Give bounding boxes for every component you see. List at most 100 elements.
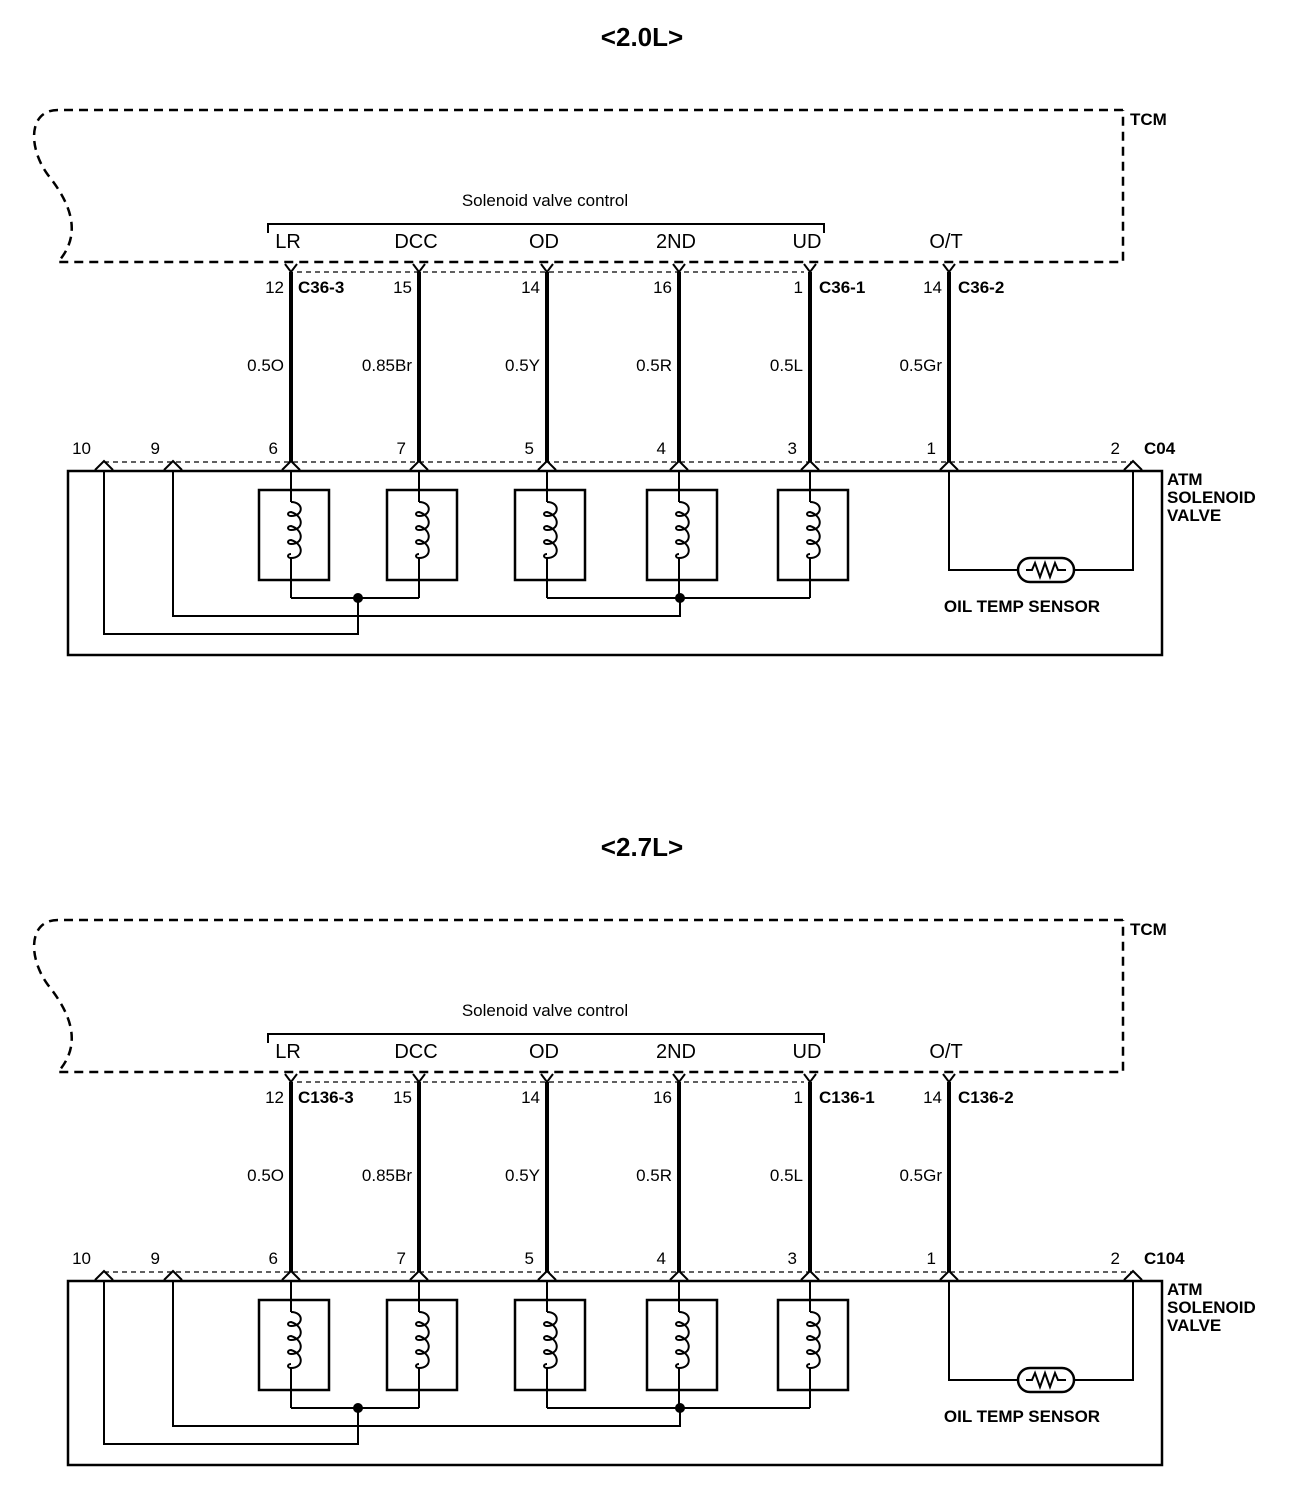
tcm-terminal-3: [672, 1073, 686, 1084]
solenoid-box-2: [513, 1298, 587, 1392]
tcm-terminal-4: [803, 1073, 817, 1084]
valve-pin-4: 5: [525, 1249, 534, 1268]
valve-terminal-1: [163, 459, 183, 471]
coil-3: [675, 1311, 690, 1370]
valve-label-line-3: VALVE: [1167, 1316, 1221, 1335]
signal-label-3: 2ND: [656, 231, 696, 253]
wire-spec-0: 0.5O: [247, 1166, 284, 1185]
tcm-terminal-3: [672, 263, 686, 274]
valve-pin-0: 10: [72, 439, 91, 458]
tcm-pin-2: 14: [521, 1088, 540, 1107]
wire-spec-1: 0.85Br: [362, 356, 412, 375]
tcm-terminal-5: [942, 263, 956, 274]
tcm-label: TCM: [1130, 920, 1167, 939]
coil-3: [675, 501, 690, 560]
tcm-terminal-4: [803, 263, 817, 274]
valve-terminal-8: [1123, 1269, 1143, 1281]
signal-label-5: O/T: [929, 231, 962, 253]
tcm-pin-5: 14: [923, 278, 942, 297]
tcm-terminal-1: [412, 1073, 426, 1084]
tcm-terminal-1: [412, 263, 426, 274]
wire-spec-2: 0.5Y: [505, 356, 540, 375]
wire-spec-3: 0.5R: [636, 356, 672, 375]
valve-pin-6: 3: [788, 439, 797, 458]
tcm-pin-2: 14: [521, 278, 540, 297]
valve-label-line-2: SOLENOID: [1167, 488, 1256, 507]
oil-temp-sensor-label: OIL TEMP SENSOR: [944, 597, 1100, 616]
tcm-terminal-0: [284, 263, 298, 274]
wire-spec-5: 0.5Gr: [899, 1166, 942, 1185]
valve-connector-label: C104: [1144, 1249, 1185, 1268]
tcm-pin-0: 12: [265, 278, 284, 297]
signal-label-2: OD: [529, 231, 559, 253]
diagram-title: <2.0L>: [601, 22, 683, 52]
solenoid-box-0: [257, 1298, 331, 1392]
atm-valve-body: [66, 469, 1164, 657]
connector-label-right: C136-2: [958, 1088, 1014, 1107]
pin10-return: [103, 1280, 359, 1445]
tcm-pin-4: 1: [794, 278, 803, 297]
coil-1: [415, 501, 430, 560]
tcm-pin-5: 14: [923, 1088, 942, 1107]
valve-pin-3: 7: [397, 1249, 406, 1268]
valve-pin-7: 1: [927, 439, 936, 458]
connector-label-right: C36-2: [958, 278, 1004, 297]
signal-label-4: UD: [793, 231, 822, 253]
tcm-outline: [32, 108, 1125, 264]
wire-spec-3: 0.5R: [636, 1166, 672, 1185]
wire-spec-4: 0.5L: [770, 1166, 803, 1185]
coil-1: [415, 1311, 430, 1370]
solenoid-box-1: [385, 488, 459, 582]
wire-spec-5: 0.5Gr: [899, 356, 942, 375]
tcm-outline: [32, 918, 1125, 1074]
valve-terminal-7: [939, 1269, 959, 1281]
pin9-return: [172, 1280, 681, 1427]
diagram-title: <2.7L>: [601, 832, 683, 862]
valve-terminal-8: [1123, 459, 1143, 471]
wire-spec-4: 0.5L: [770, 356, 803, 375]
tcm-pin-4: 1: [794, 1088, 803, 1107]
solenoid-box-1: [385, 1298, 459, 1392]
valve-label-line-2: SOLENOID: [1167, 1298, 1256, 1317]
tcm-terminal-0: [284, 1073, 298, 1084]
sensor-lead-right: [1074, 1280, 1134, 1381]
valve-label-line-3: VALVE: [1167, 506, 1221, 525]
valve-terminal-5: [669, 1269, 689, 1281]
tcm-terminal-2: [540, 263, 554, 274]
valve-terminal-1: [163, 1269, 183, 1281]
valve-pin-8: 2: [1111, 439, 1120, 458]
wire-spec-0: 0.5O: [247, 356, 284, 375]
valve-pin-5: 4: [657, 1249, 666, 1268]
coil-0: [287, 501, 302, 560]
valve-pin-6: 3: [788, 1249, 797, 1268]
wire-spec-2: 0.5Y: [505, 1166, 540, 1185]
valve-pin-1: 9: [151, 1249, 160, 1268]
coil-2: [543, 501, 558, 560]
tcm-pin-3: 16: [653, 1088, 672, 1107]
thermistor-symbol: [1026, 1370, 1066, 1390]
connector-label-mid: C36-1: [819, 278, 865, 297]
solenoid-group-brace: [267, 223, 825, 233]
solenoid-box-4: [776, 488, 850, 582]
valve-terminal-6: [800, 459, 820, 471]
valve-pin-5: 4: [657, 439, 666, 458]
pin9-return: [172, 470, 681, 617]
valve-pin-1: 9: [151, 439, 160, 458]
signal-label-3: 2ND: [656, 1041, 696, 1063]
wire-spec-1: 0.85Br: [362, 1166, 412, 1185]
connector-label-left: C36-3: [298, 278, 344, 297]
valve-pin-2: 6: [269, 1249, 278, 1268]
valve-pin-2: 6: [269, 439, 278, 458]
valve-label-line-1: ATM: [1167, 1280, 1203, 1299]
pin10-return: [103, 470, 359, 635]
tcm-terminal-2: [540, 1073, 554, 1084]
solenoid-box-4: [776, 1298, 850, 1392]
solenoid-box-3: [645, 488, 719, 582]
valve-connector-label: C04: [1144, 439, 1176, 458]
valve-terminal-6: [800, 1269, 820, 1281]
tcm-pin-1: 15: [393, 1088, 412, 1107]
solenoid-box-0: [257, 488, 331, 582]
